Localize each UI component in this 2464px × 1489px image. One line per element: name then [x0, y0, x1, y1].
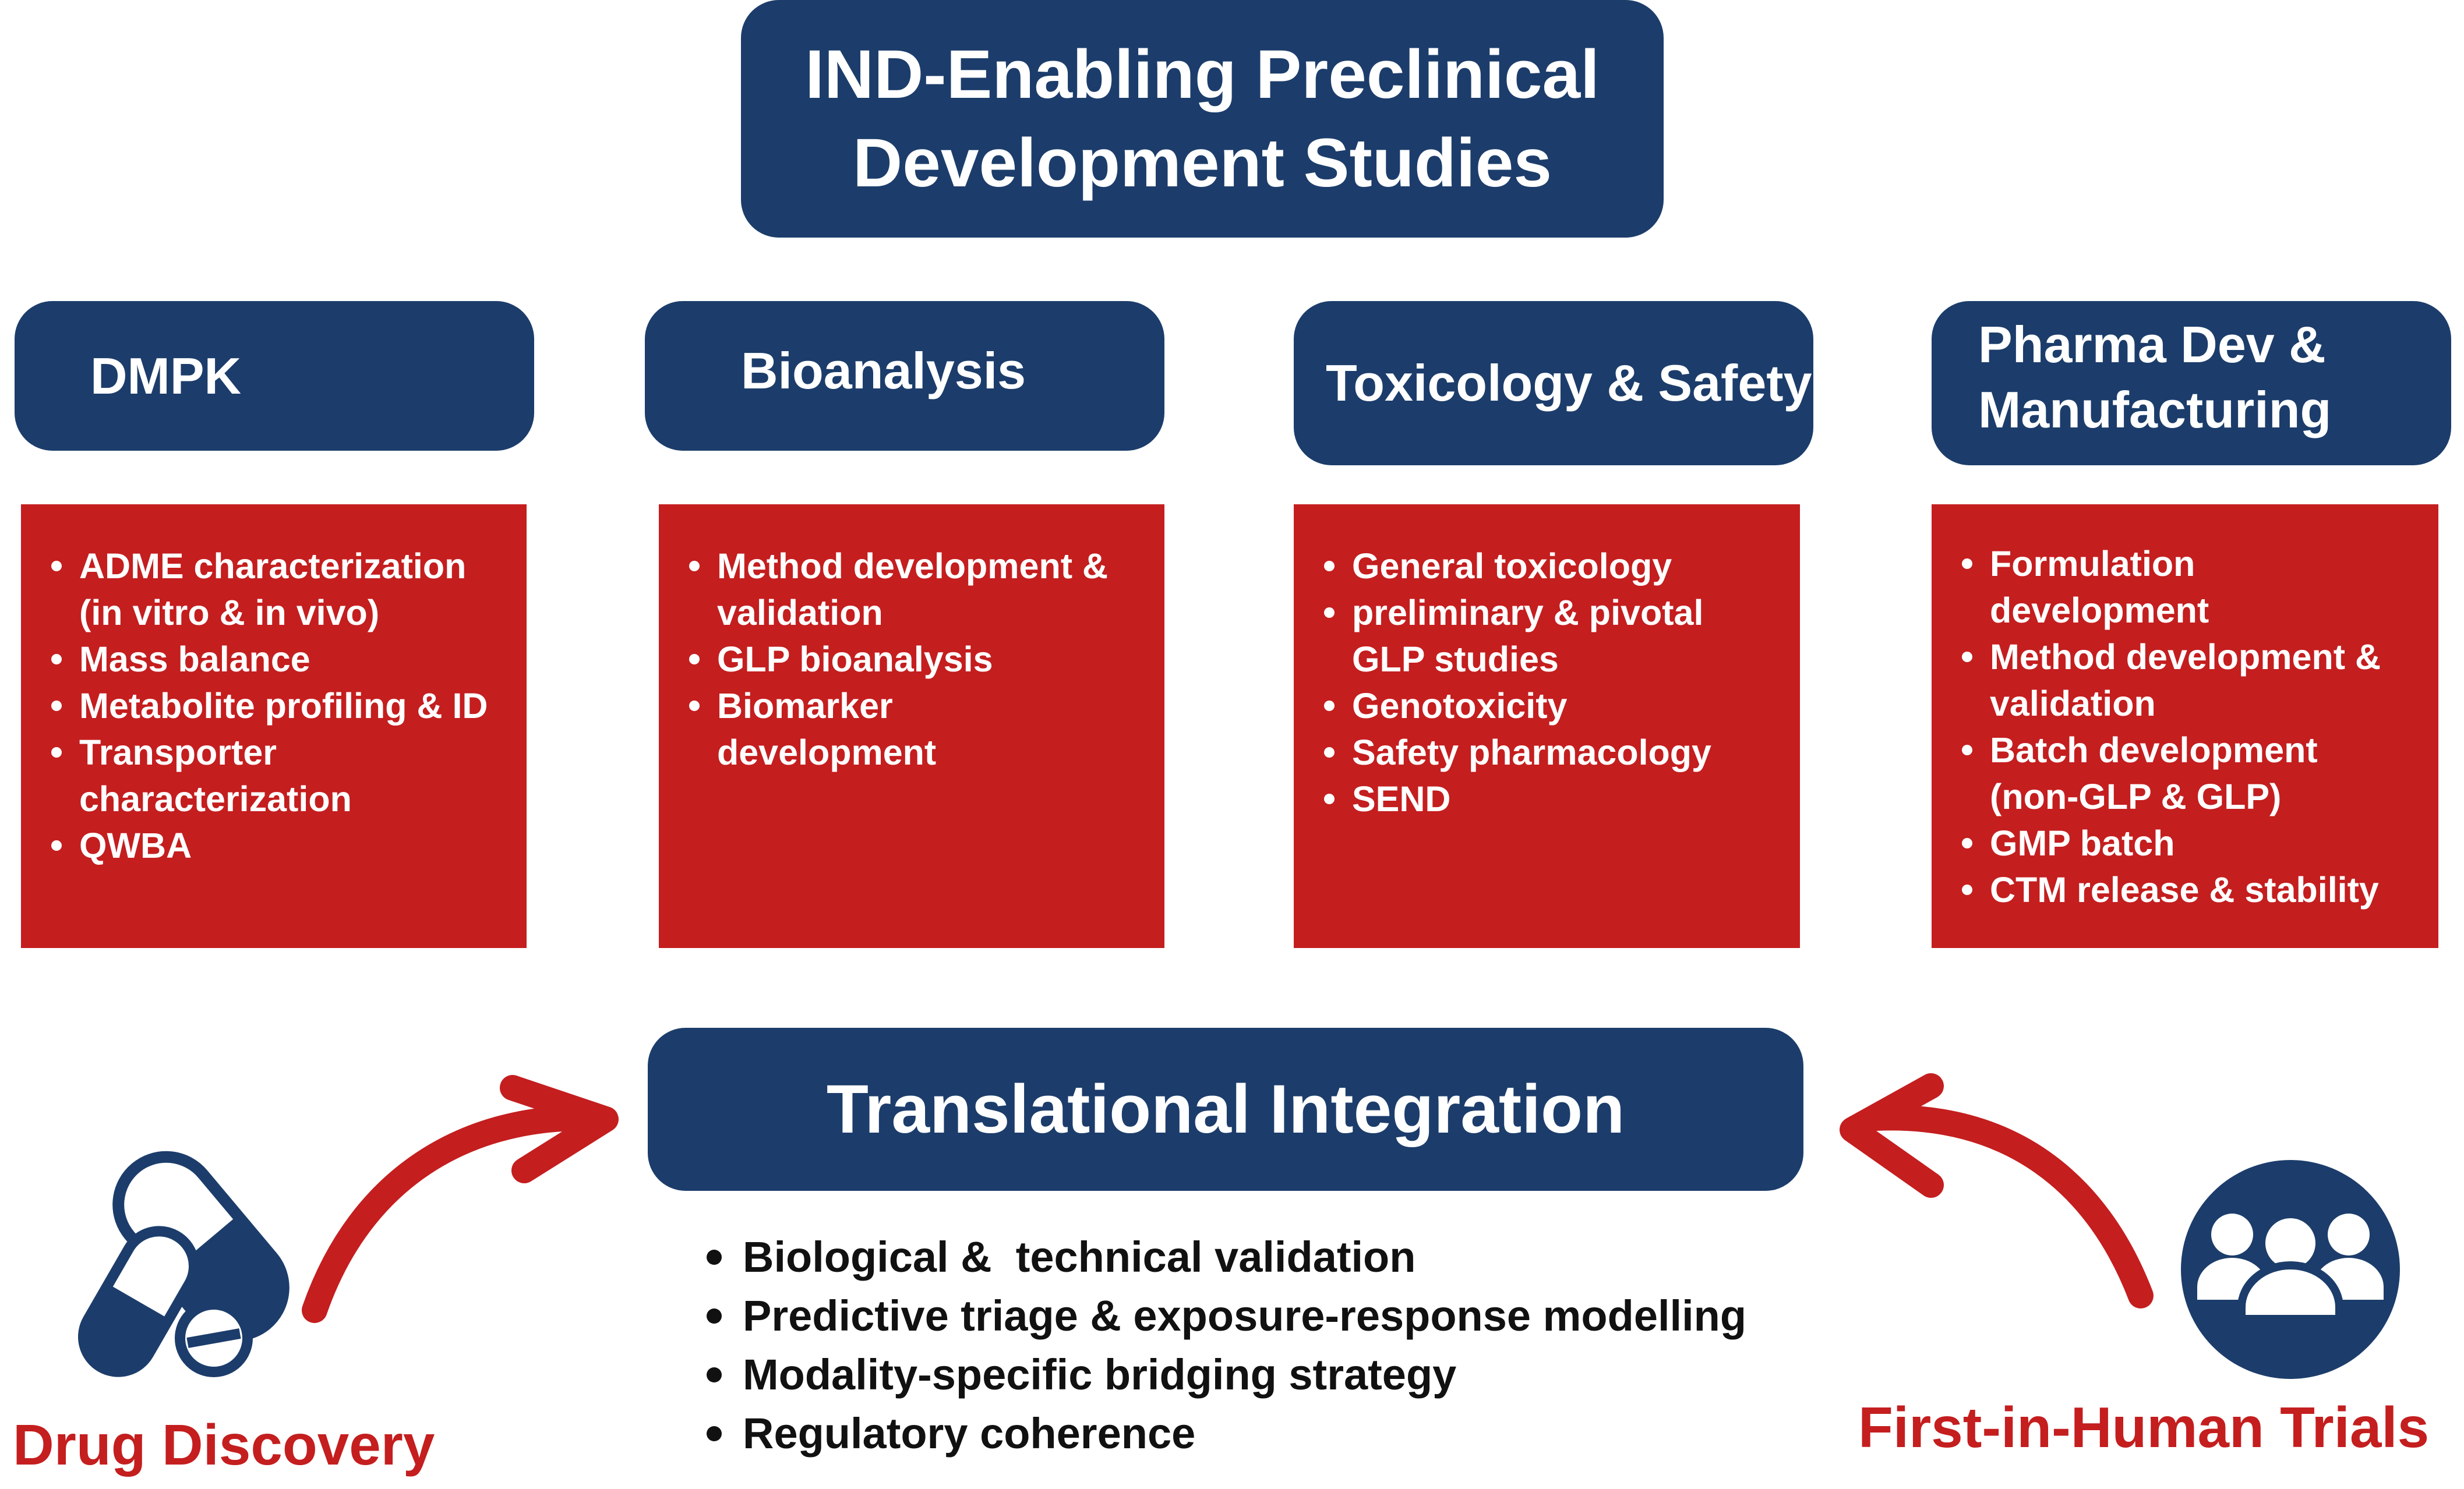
- pharma-dev-item: CTM release & stability: [1932, 866, 2438, 913]
- bioanalysis-item: Biomarker: [659, 682, 1164, 729]
- heading-pharma-dev-line2: Manufacturing: [1978, 381, 2332, 438]
- bioanalysis-item: GLP bioanalysis: [659, 636, 1164, 682]
- pharma-dev-item: Method development &: [1932, 634, 2438, 680]
- heading-bioanalysis: Bioanalysis: [645, 301, 1164, 451]
- main-title-line2: Development Studies: [853, 125, 1552, 201]
- bioanalysis-item-cont: validation: [717, 593, 883, 632]
- dmpk-item-cont: characterization: [79, 779, 352, 819]
- bioanalysis-box: Method development & validation GLP bioa…: [659, 504, 1164, 948]
- toxicology-item-cont: GLP studies: [1352, 639, 1559, 679]
- heading-dmpk: DMPK: [15, 301, 534, 451]
- translational-item: Regulatory coherence: [702, 1404, 1746, 1463]
- heading-toxicology-label: Toxicology & Safety: [1326, 354, 1812, 412]
- left-arrow: [302, 1075, 619, 1323]
- toxicology-item: SEND: [1294, 776, 1800, 822]
- dmpk-item: Metabolite profiling & ID: [21, 682, 527, 729]
- pharma-dev-item: Formulation: [1932, 540, 2438, 587]
- translational-heading-box: Translational Integration: [648, 1028, 1803, 1191]
- toxicology-box: General toxicology preliminary & pivotal…: [1294, 504, 1800, 948]
- right-arrow: [1840, 1073, 2154, 1308]
- heading-pharma-dev: Pharma Dev & Manufacturing: [1932, 301, 2451, 465]
- bioanalysis-item-cont: development: [717, 733, 937, 772]
- pharma-dev-box: Formulation development Method developme…: [1932, 504, 2438, 948]
- translational-item: Predictive triage & exposure-response mo…: [702, 1286, 1746, 1345]
- dmpk-item: ADME characterization: [21, 543, 527, 589]
- toxicology-item: Safety pharmacology: [1294, 729, 1800, 776]
- toxicology-item: preliminary & pivotal: [1294, 589, 1800, 636]
- translational-item: Biological & technical validation: [702, 1228, 1746, 1286]
- main-title-line1: IND-Enabling Preclinical: [805, 36, 1600, 113]
- heading-dmpk-label: DMPK: [90, 346, 242, 405]
- dmpk-box: ADME characterization (in vitro & in viv…: [21, 504, 527, 948]
- heading-pharma-dev-line1: Pharma Dev &: [1978, 316, 2326, 373]
- drug-discovery-caption: Drug Discovery: [13, 1413, 435, 1477]
- pharma-dev-item-cont: validation: [1990, 684, 2156, 723]
- toxicology-item: Genotoxicity: [1294, 682, 1800, 729]
- pharma-dev-item: Batch development: [1932, 727, 2438, 773]
- pharma-dev-item: GMP batch: [1932, 820, 2438, 866]
- first-in-human-caption: First-in-Human Trials: [1858, 1395, 2430, 1459]
- dmpk-item-cont: (in vitro & in vivo): [79, 593, 380, 632]
- translational-list: Biological & technical validation Predic…: [702, 1228, 1746, 1463]
- pharma-dev-item-cont: development: [1990, 590, 2209, 630]
- main-title-box: IND-Enabling Preclinical Development Stu…: [741, 0, 1664, 238]
- pills-icon: [78, 1151, 290, 1377]
- heading-toxicology: Toxicology & Safety: [1294, 301, 1813, 465]
- people-group-icon: [2181, 1160, 2400, 1379]
- pharma-dev-item-cont: (non-GLP & GLP): [1990, 777, 2282, 816]
- translational-heading: Translational Integration: [826, 1071, 1625, 1148]
- translational-item: Modality-specific bridging strategy: [702, 1345, 1746, 1404]
- toxicology-item: General toxicology: [1294, 543, 1800, 589]
- heading-bioanalysis-label: Bioanalysis: [741, 341, 1026, 399]
- dmpk-item: QWBA: [21, 822, 527, 869]
- bioanalysis-item: Method development &: [659, 543, 1164, 589]
- dmpk-item: Transporter: [21, 729, 527, 776]
- dmpk-item: Mass balance: [21, 636, 527, 682]
